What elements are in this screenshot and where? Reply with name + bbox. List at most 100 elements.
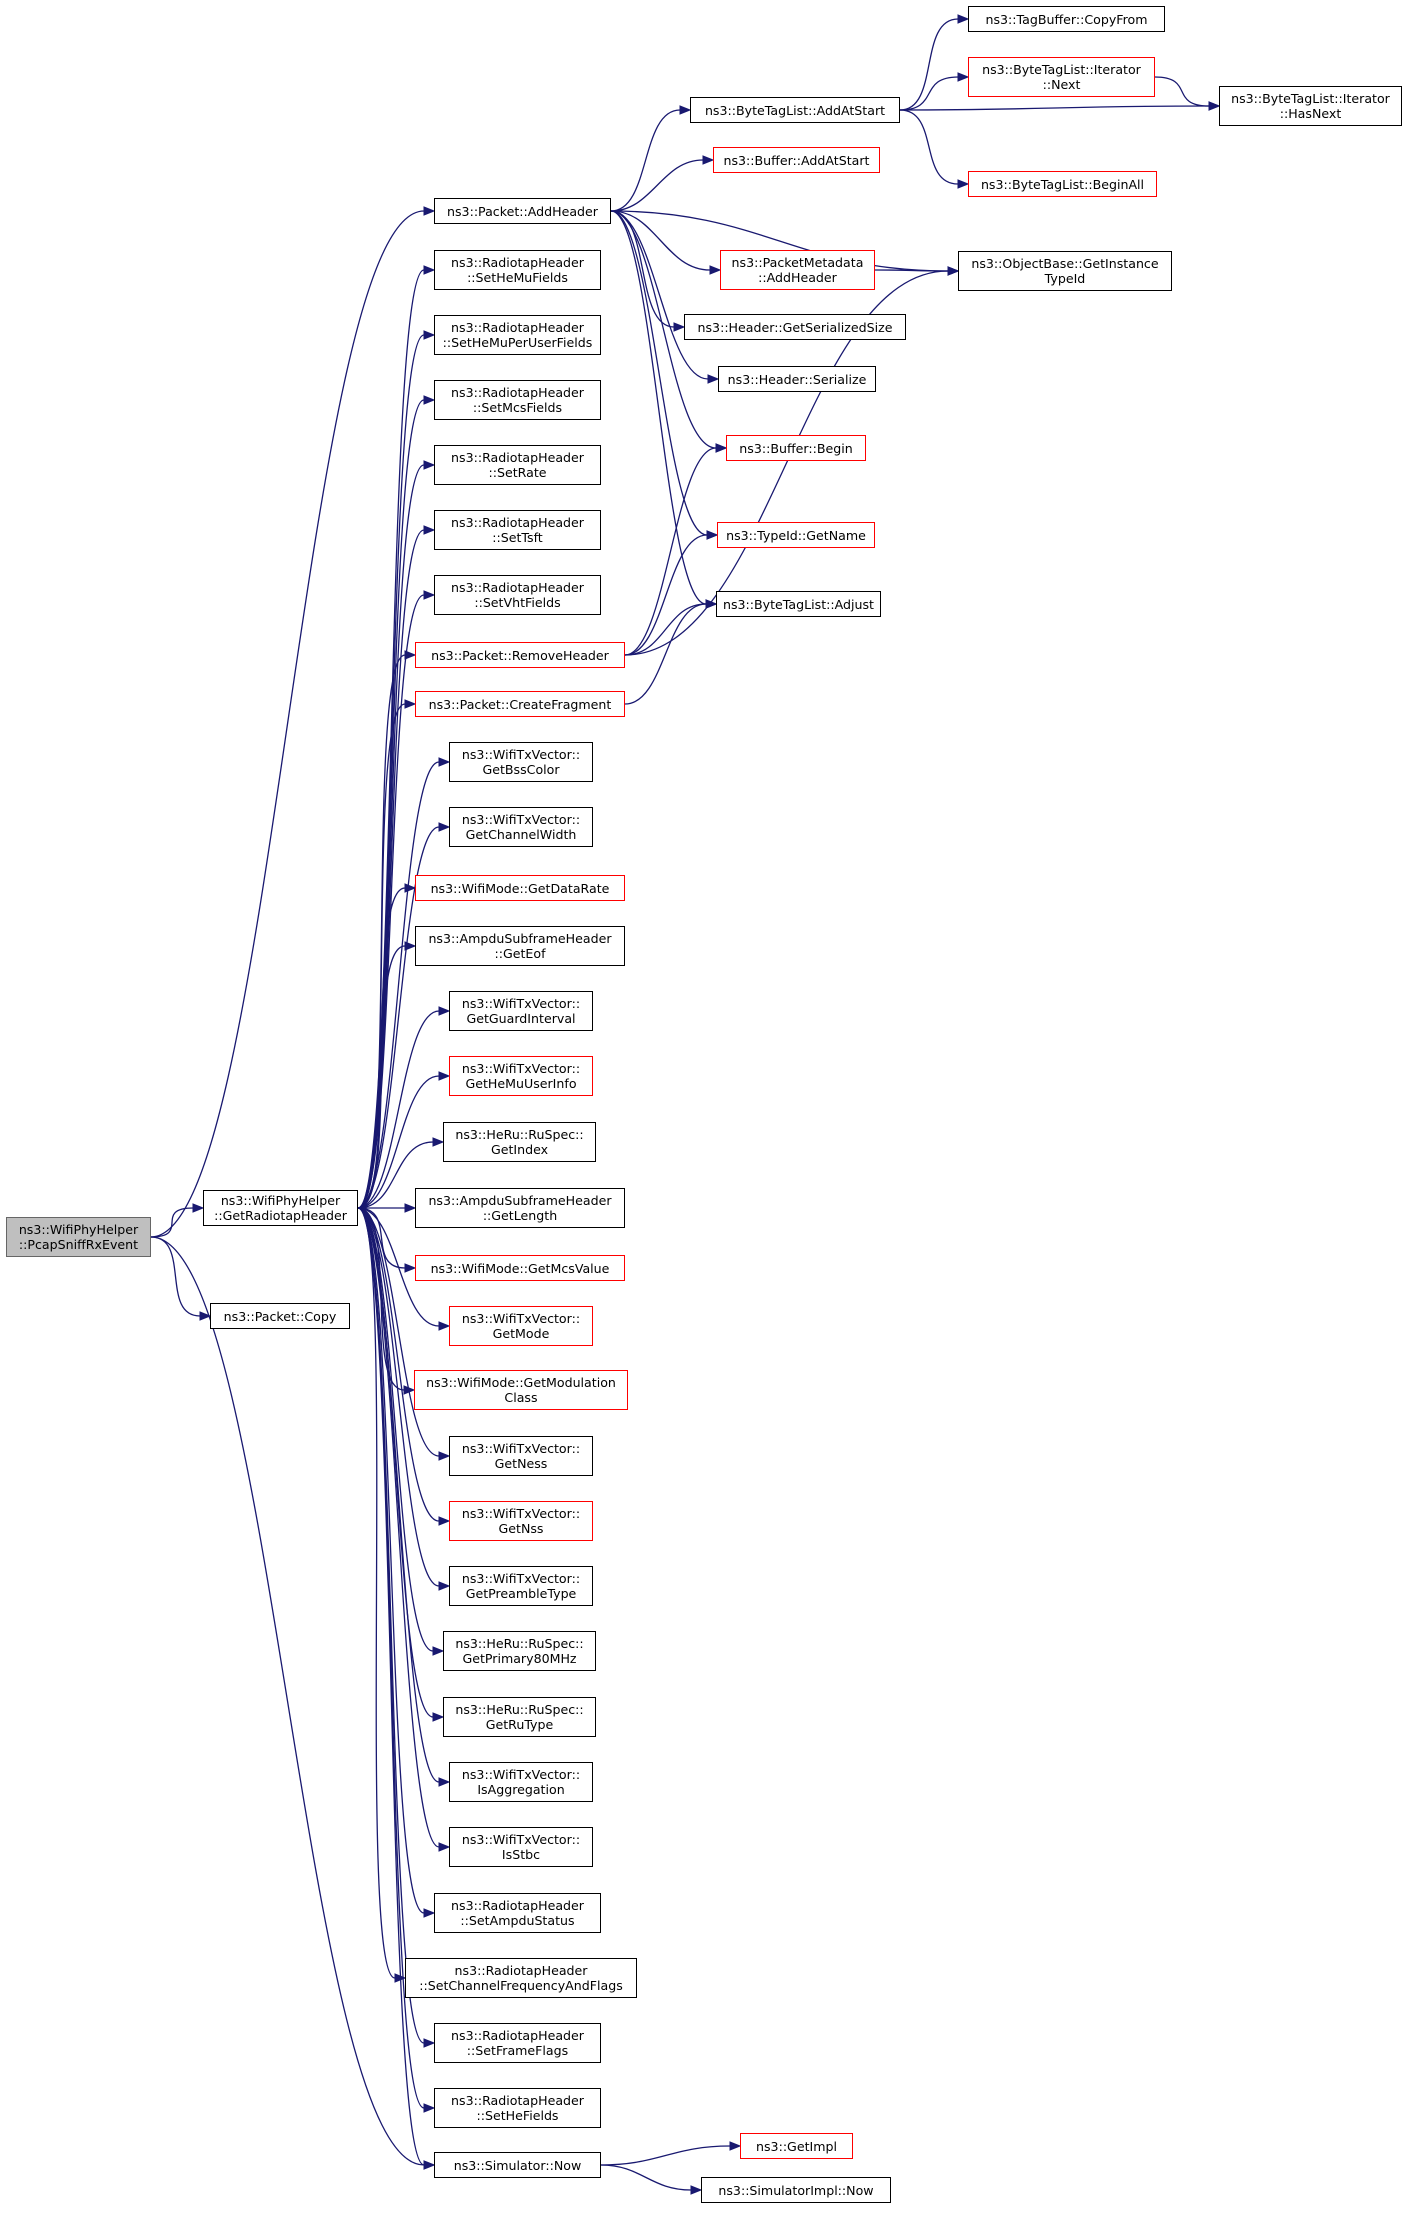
node-typeid-getname[interactable]: ns3::TypeId::GetName [717, 522, 875, 548]
node-wifitxvector-gethemuuserinfo[interactable]: ns3::WifiTxVector::GetHeMuUserInfo [449, 1056, 593, 1096]
edge-packet-addheader-to-buffer-addatstart [610, 159, 704, 212]
node-wifitxvector-getguardinterval[interactable]: ns3::WifiTxVector::GetGuardInterval [449, 991, 593, 1031]
node-label-line: ::PcapSniffRxEvent [18, 1237, 139, 1252]
node-label-line: ns3::Buffer::Begin [739, 440, 853, 456]
node-wifimode-getmcsvalue[interactable]: ns3::WifiMode::GetMcsValue [415, 1255, 625, 1281]
node-label-line: ns3::Simulator::Now [453, 2157, 582, 2173]
node-ampdusubframeheader-geteof[interactable]: ns3::AmpduSubframeHeader::GetEof [415, 926, 625, 966]
node-label-line: ns3::ByteTagList::AddAtStart [704, 102, 886, 118]
node-bytetaglist-adjust[interactable]: ns3::ByteTagList::Adjust [716, 591, 881, 617]
node-simulator-now[interactable]: ns3::Simulator::Now [434, 2152, 601, 2178]
node-label-line: IsStbc [501, 1847, 541, 1862]
edge-arrowhead [423, 460, 436, 470]
node-label-line: ns3::ByteTagList::Iterator [1231, 91, 1390, 106]
node-label-line: GetGuardInterval [466, 1011, 576, 1026]
edge-getradiotapheader-to-heru-ruspec-getindex [357, 1141, 434, 1209]
edge-getradiotapheader-to-wifitxvector-isstbc [357, 1207, 440, 1848]
edge-simulator-now-to-getimpl [600, 2145, 731, 2166]
node-packetmetadata-addheader[interactable]: ns3::PacketMetadata::AddHeader [720, 250, 875, 290]
node-bytetaglist-iterator-hasnext[interactable]: ns3::ByteTagList::Iterator::HasNext [1219, 86, 1402, 126]
edge-getradiotapheader-to-radiotap-settsft [357, 529, 425, 1209]
node-heru-ruspec-getindex[interactable]: ns3::HeRu::RuSpec::GetIndex [443, 1122, 596, 1162]
node-wifitxvector-isstbc[interactable]: ns3::WifiTxVector::IsStbc [449, 1827, 593, 1867]
node-radiotap-setmcsfields[interactable]: ns3::RadiotapHeader::SetMcsFields [434, 380, 601, 420]
node-label-line: ns3::GetImpl [756, 2138, 837, 2154]
node-label-line: ns3::ByteTagList::BeginAll [980, 176, 1145, 192]
node-radiotap-sethemuperuserfields[interactable]: ns3::RadiotapHeader::SetHeMuPerUserField… [434, 315, 601, 355]
edge-arrowhead [404, 1203, 417, 1213]
node-heru-ruspec-getprimary80mhz[interactable]: ns3::HeRu::RuSpec::GetPrimary80MHz [443, 1631, 596, 1671]
node-radiotap-setvhtfields[interactable]: ns3::RadiotapHeader::SetVhtFields [434, 575, 601, 615]
node-bytetaglist-addatstart[interactable]: ns3::ByteTagList::AddAtStart [690, 97, 900, 123]
node-radiotap-settsft[interactable]: ns3::RadiotapHeader::SetTsft [434, 510, 601, 550]
node-radiotap-sethefields[interactable]: ns3::RadiotapHeader::SetHeFields [434, 2088, 601, 2128]
node-label-line: TypeId [1044, 271, 1086, 286]
node-getradiotapheader[interactable]: ns3::WifiPhyHelper::GetRadiotapHeader [203, 1190, 358, 1226]
node-packet-addheader[interactable]: ns3::Packet::AddHeader [434, 198, 611, 224]
edge-arrowhead [423, 2103, 436, 2113]
node-wifitxvector-isaggregation[interactable]: ns3::WifiTxVector::IsAggregation [449, 1762, 593, 1802]
node-wifitxvector-getness[interactable]: ns3::WifiTxVector::GetNess [449, 1436, 593, 1476]
node-label-line: ::GetRadiotapHeader [214, 1208, 347, 1223]
edge-arrowhead [438, 1777, 451, 1787]
edge-getradiotapheader-to-wifitxvector-getpreambletype [357, 1207, 440, 1587]
node-bytetaglist-beginall[interactable]: ns3::ByteTagList::BeginAll [968, 171, 1157, 197]
node-bytetaglist-iterator-next[interactable]: ns3::ByteTagList::Iterator::Next [968, 57, 1155, 97]
node-label-line: ns3::WifiTxVector:: [461, 996, 581, 1011]
node-buffer-addatstart[interactable]: ns3::Buffer::AddAtStart [713, 147, 880, 173]
edge-packet-addheader-to-buffer-begin [610, 210, 717, 449]
node-tagbuffer-copyfrom[interactable]: ns3::TagBuffer::CopyFrom [968, 6, 1165, 32]
edge-bytetaglist-addatstart-to-bytetaglist-iterator-hasnext [899, 105, 1210, 111]
node-header-getserializedsize[interactable]: ns3::Header::GetSerializedSize [684, 314, 906, 340]
node-radiotap-sethemufields[interactable]: ns3::RadiotapHeader::SetHeMuFields [434, 250, 601, 290]
node-label-line: ::SetHeMuPerUserFields [442, 335, 593, 350]
node-heru-ruspec-getrutype[interactable]: ns3::HeRu::RuSpec::GetRuType [443, 1697, 596, 1737]
node-radiotap-setrate[interactable]: ns3::RadiotapHeader::SetRate [434, 445, 601, 485]
node-wifimode-getdatarate[interactable]: ns3::WifiMode::GetDataRate [415, 875, 625, 901]
node-radiotap-setchannelfrequencyandflags[interactable]: ns3::RadiotapHeader::SetChannelFrequency… [405, 1958, 637, 1998]
node-wifitxvector-getnss[interactable]: ns3::WifiTxVector::GetNss [449, 1501, 593, 1541]
node-label-line: ::SetFrameFlags [466, 2043, 569, 2058]
edge-pcapsniffrxevent-to-getradiotapheader [150, 1207, 194, 1238]
node-label-line: ns3::TagBuffer::CopyFrom [985, 11, 1148, 27]
node-label-line: ::Next [1042, 77, 1081, 92]
edge-bytetaglist-addatstart-to-tagbuffer-copyfrom [899, 18, 959, 111]
node-label-line: ns3::RadiotapHeader [451, 580, 584, 595]
node-label-line: ns3::WifiMode::GetDataRate [430, 880, 610, 896]
node-label-line: ns3::RadiotapHeader [451, 255, 584, 270]
node-wifitxvector-getmode[interactable]: ns3::WifiTxVector::GetMode [449, 1306, 593, 1346]
node-label-line: ::SetHeFields [476, 2108, 559, 2123]
node-packet-removeheader[interactable]: ns3::Packet::RemoveHeader [415, 642, 625, 668]
edge-arrowhead [705, 599, 718, 609]
edge-arrowhead [404, 941, 417, 951]
node-label-line: ns3::WifiTxVector:: [461, 1832, 581, 1847]
edge-getradiotapheader-to-ampdusubframeheader-geteof [357, 945, 406, 1209]
node-ampdusubframeheader-getlength[interactable]: ns3::AmpduSubframeHeader::GetLength [415, 1188, 625, 1228]
node-getimpl[interactable]: ns3::GetImpl [740, 2133, 853, 2159]
node-wifitxvector-getchannelwidth[interactable]: ns3::WifiTxVector::GetChannelWidth [449, 807, 593, 847]
edge-arrowhead [432, 1137, 445, 1147]
node-wifitxvector-getpreambletype[interactable]: ns3::WifiTxVector::GetPreambleType [449, 1566, 593, 1606]
edge-arrowhead [423, 206, 436, 216]
edge-simulator-now-to-simulatorimpl-now [600, 2164, 692, 2191]
node-radiotap-setframeflags[interactable]: ns3::RadiotapHeader::SetFrameFlags [434, 2023, 601, 2063]
node-packet-copy[interactable]: ns3::Packet::Copy [210, 1303, 350, 1329]
node-label-line: ::GetLength [482, 1208, 558, 1223]
edge-arrowhead [432, 1646, 445, 1656]
edge-arrowhead [423, 265, 436, 275]
node-label-line: GetBssColor [482, 762, 560, 777]
node-header-serialize[interactable]: ns3::Header::Serialize [718, 366, 876, 392]
edge-arrowhead [423, 2038, 436, 2048]
node-simulatorimpl-now[interactable]: ns3::SimulatorImpl::Now [701, 2177, 891, 2203]
node-buffer-begin[interactable]: ns3::Buffer::Begin [726, 435, 866, 461]
node-wifitxvector-getbsscolor[interactable]: ns3::WifiTxVector::GetBssColor [449, 742, 593, 782]
edge-arrowhead [957, 72, 970, 82]
edge-packet-addheader-to-packetmetadata-addheader [610, 210, 711, 271]
node-radiotap-setampdustatus[interactable]: ns3::RadiotapHeader::SetAmpduStatus [434, 1893, 601, 1933]
edge-packet-addheader-to-objectbase-getinstancetypeid [610, 210, 949, 272]
edge-arrowhead [423, 1908, 436, 1918]
edge-bytetaglist-addatstart-to-bytetaglist-beginall [899, 109, 959, 185]
node-packet-createfragment[interactable]: ns3::Packet::CreateFragment [415, 691, 625, 717]
